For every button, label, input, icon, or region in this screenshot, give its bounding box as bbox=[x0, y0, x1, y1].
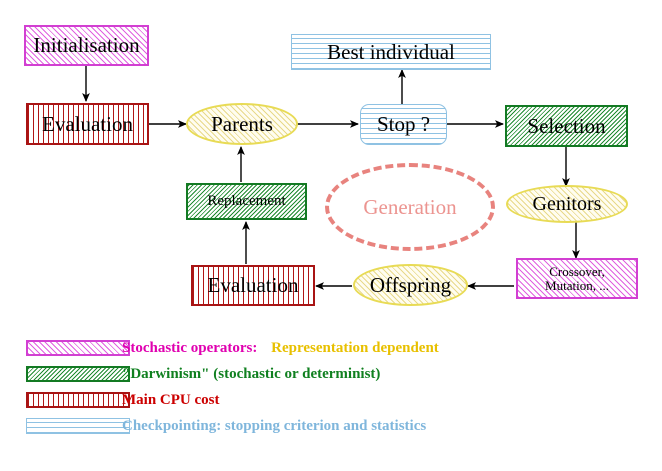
legend-row: Stochastic operators: Representation dep… bbox=[0, 335, 662, 361]
node-selection-label: Selection bbox=[527, 113, 606, 138]
node-stop-label: Stop ? bbox=[376, 112, 431, 137]
node-genitors-label: Genitors bbox=[532, 192, 602, 215]
node-initialisation-label: Initialisation bbox=[33, 33, 140, 58]
node-evaluation-top-label: Evaluation bbox=[42, 111, 133, 136]
legend-row: Main CPU cost bbox=[0, 387, 662, 413]
legend-swatch-magenta-hatch bbox=[26, 340, 130, 356]
node-generation: Generation bbox=[325, 163, 495, 251]
node-evaluation-top[interactable]: Evaluation bbox=[26, 103, 149, 145]
node-crossover-mutation-label-line1: Crossover, bbox=[549, 263, 605, 279]
node-evaluation-bottom[interactable]: Evaluation bbox=[191, 265, 315, 306]
node-crossover-mutation-label-line2: Mutation, ... bbox=[545, 277, 609, 293]
node-best-individual[interactable]: Best individual bbox=[291, 34, 491, 70]
node-genitors[interactable]: Genitors bbox=[506, 185, 628, 223]
node-selection[interactable]: Selection bbox=[505, 105, 628, 147]
legend-label-part1: Stochastic operators: bbox=[122, 339, 258, 356]
legend-label-darwinism: "Darwinism" (stochastic or determinist) bbox=[122, 365, 381, 382]
node-offspring-label: Offspring bbox=[369, 272, 452, 297]
node-generation-label: Generation bbox=[363, 194, 457, 219]
legend-swatch-red-hatch bbox=[26, 392, 130, 408]
node-replacement[interactable]: Replacement bbox=[186, 183, 307, 220]
legend-label-main-cpu-cost: Main CPU cost bbox=[122, 391, 220, 408]
node-best-individual-label: Best individual bbox=[327, 39, 455, 64]
node-parents[interactable]: Parents bbox=[186, 103, 298, 145]
legend: Stochastic operators: Representation dep… bbox=[0, 335, 662, 439]
node-parents-label: Parents bbox=[211, 111, 273, 136]
node-stop[interactable]: Stop ? bbox=[360, 104, 447, 145]
legend-row: Checkpointing: stopping criterion and st… bbox=[0, 413, 662, 439]
legend-swatch-green-hatch bbox=[26, 366, 130, 382]
legend-swatch-blue-hatch bbox=[26, 418, 130, 434]
legend-row: "Darwinism" (stochastic or determinist) bbox=[0, 361, 662, 387]
legend-label-part2: Representation dependent bbox=[271, 339, 439, 356]
node-offspring[interactable]: Offspring bbox=[353, 264, 468, 306]
node-initialisation[interactable]: Initialisation bbox=[24, 25, 149, 66]
legend-label-stochastic-operators: Stochastic operators: Representation dep… bbox=[122, 340, 439, 357]
node-evaluation-bottom-label: Evaluation bbox=[207, 273, 299, 298]
node-crossover-mutation[interactable]: Crossover, Mutation, ... bbox=[516, 258, 638, 299]
node-replacement-label: Replacement bbox=[207, 192, 286, 209]
legend-label-checkpointing: Checkpointing: stopping criterion and st… bbox=[122, 417, 427, 434]
